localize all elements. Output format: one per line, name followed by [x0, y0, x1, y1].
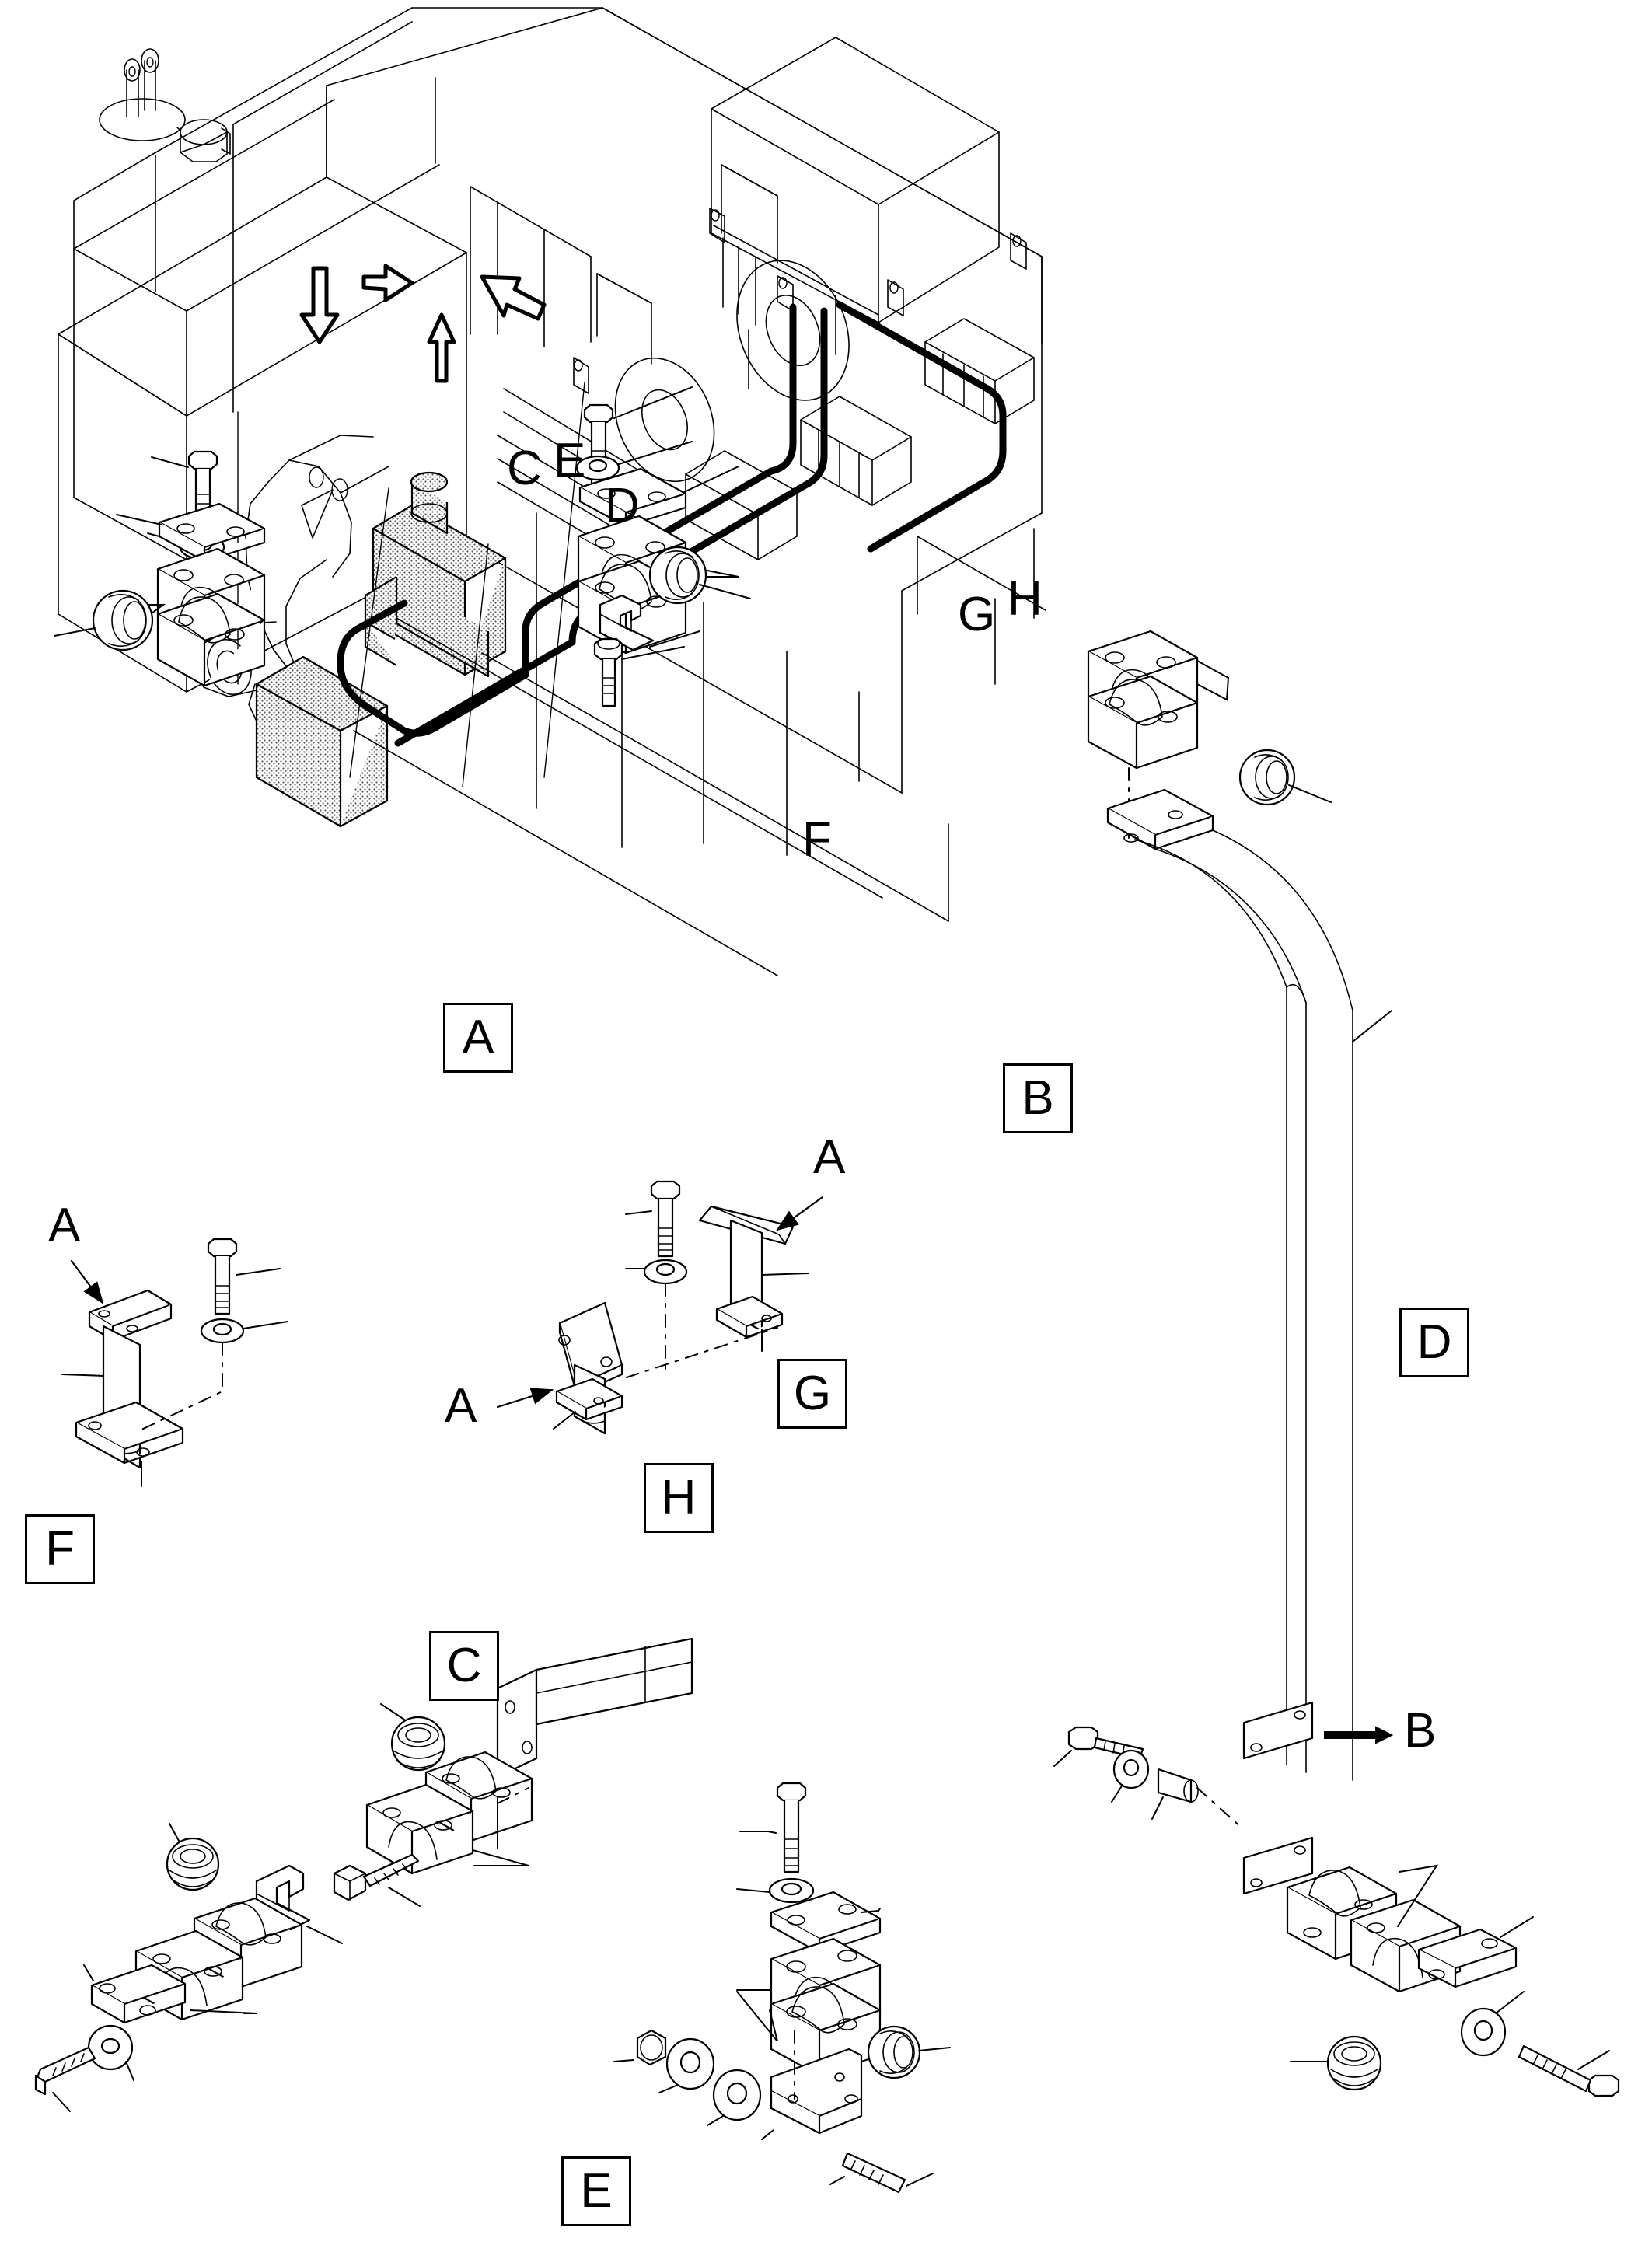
section-label-B: B: [1003, 1063, 1073, 1133]
section-B2-parts: [1053, 1701, 1620, 2097]
section-label-G: G: [777, 1359, 847, 1429]
callout-arrow-GH: [480, 274, 547, 321]
overview-callout-D: D: [605, 482, 640, 530]
section-label-D-text: D: [1416, 1315, 1452, 1369]
overview-callout-D-text: D: [605, 479, 640, 532]
section-label-D: D: [1399, 1308, 1469, 1377]
overview-callout-H: H: [1008, 575, 1043, 623]
section-B2-callout-B: B: [1404, 1707, 1436, 1755]
overview-callout-E: E: [554, 437, 585, 485]
overview-callout-F-text: F: [802, 813, 832, 867]
section-label-C-text: C: [446, 1639, 482, 1692]
callout-arrow-F: [427, 312, 456, 383]
section-B2-callout-B-text: B: [1404, 1704, 1437, 1758]
section-H-callout-A: A: [445, 1382, 477, 1430]
section-label-H-text: H: [661, 1471, 697, 1524]
overview-callout-H-text: H: [1008, 572, 1043, 626]
callout-arrow-F-A: [70, 1259, 104, 1304]
callout-arrow-H-A: [496, 1388, 554, 1409]
section-E-parts: [613, 1782, 951, 2194]
section-label-F: F: [25, 1514, 95, 1584]
section-label-E-text: E: [580, 2164, 613, 2218]
callout-arrow-G-A: [776, 1196, 824, 1231]
section-label-H: H: [644, 1463, 714, 1533]
section-H-callout-A-text: A: [445, 1379, 477, 1433]
callout-arrow-E: [299, 266, 340, 344]
section-H-parts: [553, 1180, 778, 1435]
section-F-callout-A: A: [48, 1202, 80, 1250]
overview-callout-G: G: [958, 591, 995, 639]
section-label-F-text: F: [45, 1522, 75, 1576]
section-label-B-text: B: [1022, 1071, 1054, 1125]
callout-arrow-D: [361, 264, 414, 302]
section-C-parts: [34, 1637, 693, 2112]
section-label-G-text: G: [793, 1367, 832, 1420]
section-G-parts: [698, 1205, 809, 1352]
section-G-callout-A: A: [813, 1133, 845, 1182]
section-F-parts: [61, 1238, 288, 1487]
section-F-callout-A-text: A: [48, 1199, 81, 1252]
overview-callout-C: C: [507, 445, 542, 493]
section-A-parts: [54, 450, 266, 687]
overview-callout-C-text: C: [507, 442, 542, 495]
overview-callout-G-text: G: [958, 588, 996, 641]
overview-callout-E-text: E: [554, 434, 586, 487]
section-label-A-text: A: [462, 1011, 494, 1064]
section-D-parts: [1087, 630, 1392, 1781]
section-label-E: E: [561, 2156, 631, 2226]
section-G-callout-A-text: A: [813, 1130, 846, 1184]
section-label-C: C: [429, 1631, 499, 1701]
section-label-A: A: [443, 1003, 513, 1073]
section-B-parts: [575, 386, 751, 707]
overview-callout-F: F: [802, 816, 832, 864]
